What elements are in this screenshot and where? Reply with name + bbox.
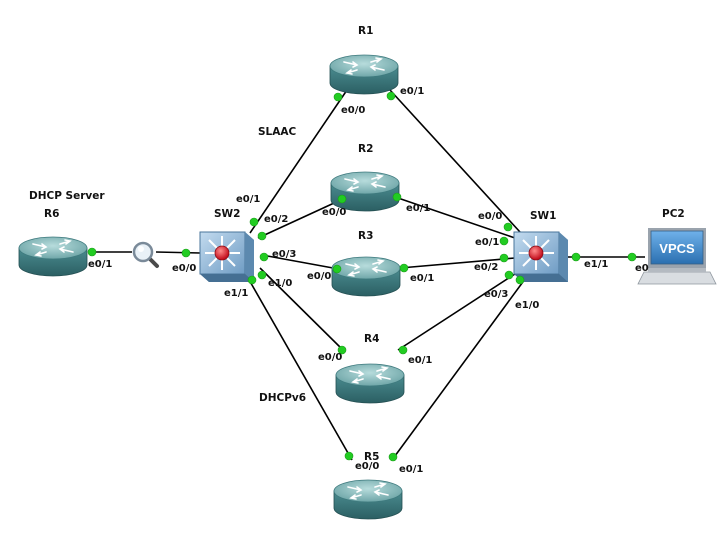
port-label-r5-e01: e0/1 [399,464,424,475]
node-label-r2: R2 [358,143,374,155]
link-sw2-r4[interactable] [259,267,346,353]
port-label-r4-e01: e0/1 [408,355,433,366]
link-r5-sw1[interactable] [391,274,529,461]
router-top [329,54,399,78]
node-label-sw1: SW1 [530,210,557,222]
port-label-r1-e00: e0/0 [341,105,366,116]
switch-sw2[interactable] [199,231,254,282]
port-label-sw2-e10: e1/0 [268,278,293,289]
port-dot[interactable] [399,263,409,273]
port-dot[interactable] [398,345,408,355]
port-dot[interactable] [337,345,347,355]
port-dot[interactable] [332,264,342,274]
router-top [333,479,403,503]
port-dot[interactable] [388,452,398,462]
port-label-r6-e01: e0/1 [88,259,113,270]
port-dot[interactable] [247,275,257,285]
port-dot[interactable] [344,451,354,461]
link-r4-sw1[interactable] [397,271,519,351]
node-label-pc2: PC2 [662,208,685,220]
port-dot[interactable] [257,231,267,241]
port-label-sw2-e11: e1/1 [224,288,249,299]
port-dot[interactable] [499,253,509,263]
node-label-r1: R1 [358,25,374,37]
port-label-sw1-e10: e1/0 [515,300,540,311]
port-label-sw2-e03: e0/3 [272,249,297,260]
port-label-pc2-e0: e0 [635,263,649,274]
port-dot[interactable] [627,252,637,262]
port-label-r5-e00: e0/0 [355,461,380,472]
port-dot[interactable] [337,194,347,204]
port-dot[interactable] [504,270,514,280]
router-arrows-icon [344,174,386,192]
port-dot[interactable] [515,275,525,285]
port-dot[interactable] [259,252,269,262]
magnifier-icon[interactable] [132,241,159,268]
port-label-sw2-e01: e0/1 [236,194,261,205]
router-arrows-icon [32,239,74,257]
port-dot[interactable] [503,222,513,232]
port-dot[interactable] [386,91,396,101]
router-arrows-icon [349,366,391,384]
router-r2[interactable] [330,171,400,212]
port-label-sw1-e01: e0/1 [475,237,500,248]
vpcs-host-pc2[interactable]: VPCS [637,228,717,285]
link-r3-sw1[interactable] [399,257,516,269]
link-capture-sw2[interactable] [155,251,201,254]
port-label-sw2-e02: e0/2 [264,214,289,225]
router-arrows-icon [347,482,389,500]
router-r1[interactable] [329,54,399,95]
port-label-sw1-e03: e0/3 [484,289,509,300]
port-dot[interactable] [249,217,259,227]
port-label-r3-e00: e0/0 [307,271,332,282]
link-r1-sw1[interactable] [389,89,521,233]
port-dot[interactable] [181,248,191,258]
port-label-r2-e00: e0/0 [322,207,347,218]
router-r4[interactable] [335,363,405,404]
annotation-dhcpv6: DHCPv6 [259,392,307,404]
node-label-r3: R3 [358,230,374,242]
vpcs-badge: VPCS [659,241,695,256]
router-top [18,236,88,260]
port-label-sw1-e00: e0/0 [478,211,503,222]
link-sw2-r5[interactable] [247,277,353,461]
router-top [331,256,401,280]
router-arrows-icon [345,259,387,277]
port-dot[interactable] [87,247,97,257]
port-dot[interactable] [499,236,509,246]
node-label-sw2: SW2 [214,208,241,220]
router-r3[interactable] [331,256,401,297]
port-dots [87,91,637,462]
router-r5[interactable] [333,479,403,520]
link-r2-sw1[interactable] [397,197,516,239]
switch-sw1[interactable] [513,231,568,282]
node-label-r6: R6 [44,208,60,220]
router-r6[interactable] [18,236,88,277]
router-top [330,171,400,195]
annotation-slaac: SLAAC [258,126,297,138]
link-sw2-r2[interactable] [257,197,346,239]
link-sw2-r3[interactable] [261,254,334,269]
router-top [335,363,405,387]
port-dot[interactable] [571,252,581,262]
port-label-r3-e01: e0/1 [410,273,435,284]
port-label-sw2-e00: e0/0 [172,263,197,274]
node-label-r5: R5 [364,451,380,463]
port-dot[interactable] [257,270,267,280]
port-dot[interactable] [392,192,402,202]
port-label-r4-e00: e0/0 [318,352,343,363]
port-label-sw1-e11: e1/1 [584,259,609,270]
port-label-r1-e01: e0/1 [400,86,425,97]
router-arrows-icon [343,57,385,75]
annotation-dhcp-server: DHCP Server [29,190,105,202]
port-dot[interactable] [333,92,343,102]
node-label-r4: R4 [364,333,380,345]
link-sw2-r1[interactable] [249,89,348,234]
port-label-r2-e01: e0/1 [406,203,431,214]
port-label-sw1-e02: e0/2 [474,262,499,273]
